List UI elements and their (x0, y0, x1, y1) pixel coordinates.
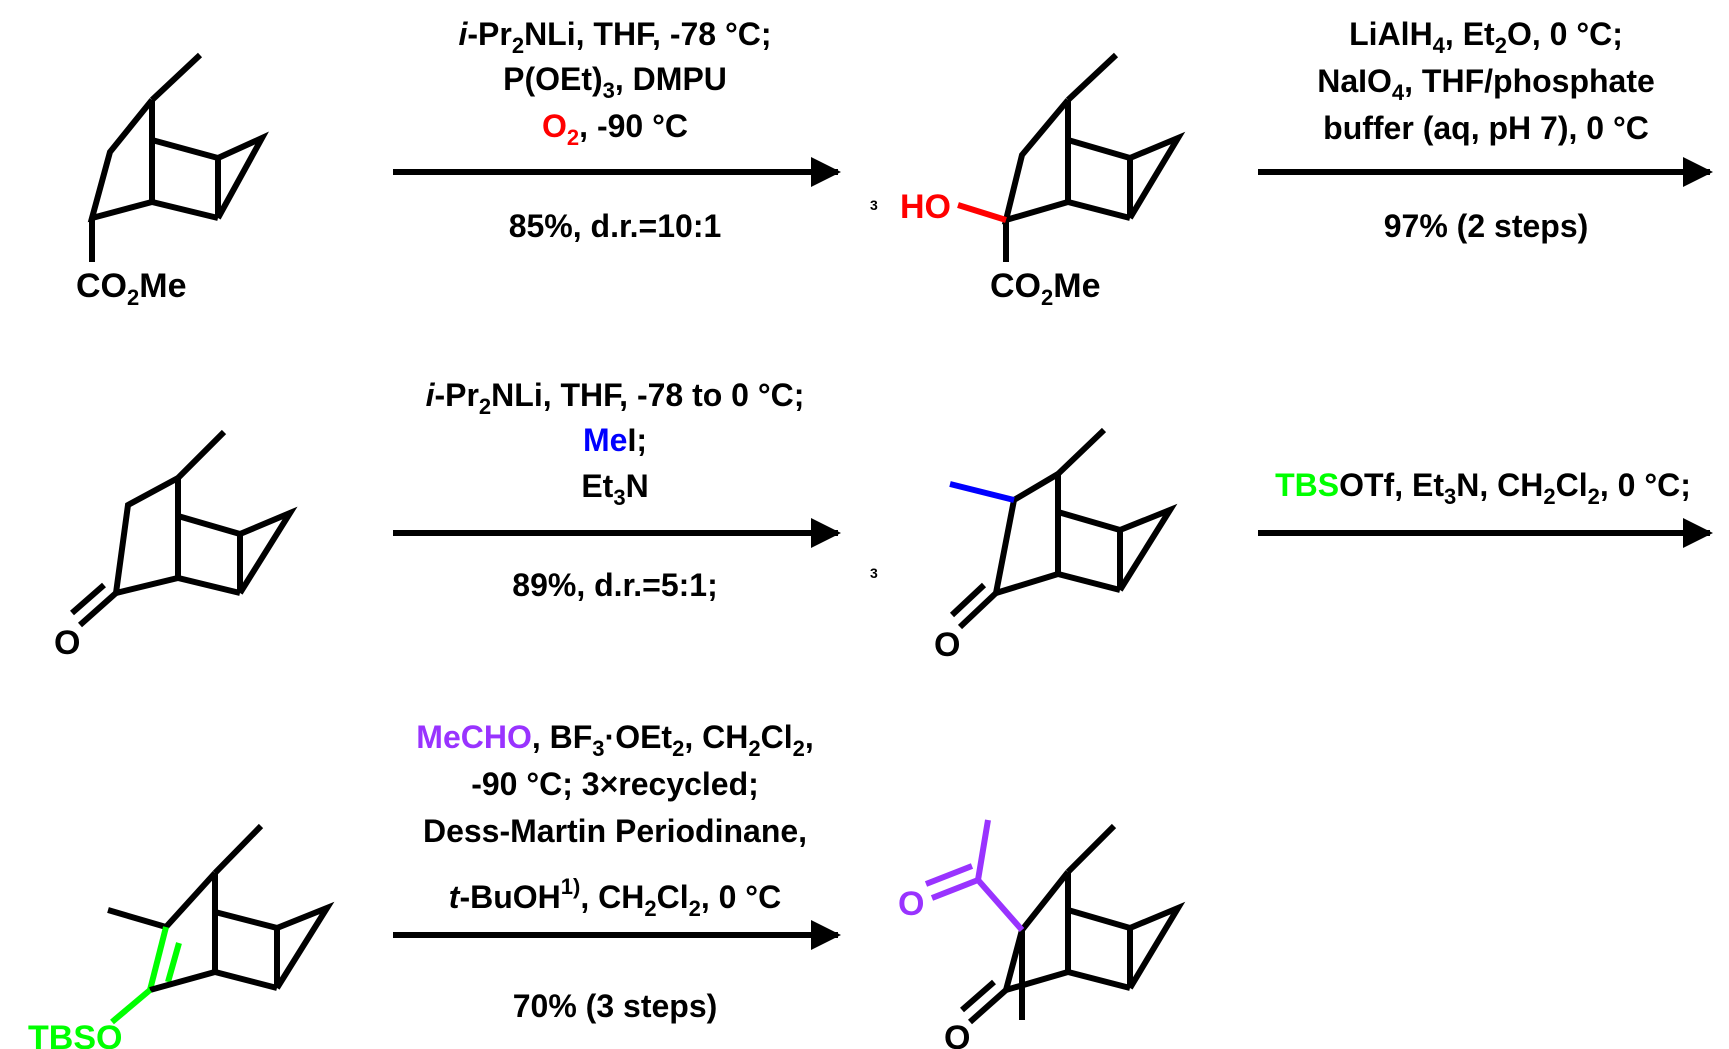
step3-reagent-line1: i-Pr2NLi, THF, -78 to 0 °C; (426, 377, 805, 419)
marker-3b: 3 (870, 565, 878, 581)
step2-yield: 97% (2 steps) (1384, 208, 1589, 244)
step5-reagent-line2: -90 °C; 3×recycled; (471, 766, 759, 802)
step5-reagent-line1: MeCHO, BF3·OEt2, CH2Cl2, (416, 719, 813, 761)
ketone-oxygen-label-2: O (934, 626, 960, 664)
ester-label-2: CO2Me (990, 267, 1100, 310)
hydroxyl-label: HO (900, 188, 951, 226)
ketone-oxygen-label: O (54, 624, 80, 662)
molecule-diketone-product: O O (898, 819, 1186, 1049)
step5-yield: 70% (3 steps) (513, 988, 718, 1024)
step2-reagent-line3: buffer (aq, pH 7), 0 °C (1323, 110, 1649, 146)
step-2: LiAlH4, Et2O, 0 °C; NaIO4, THF/phosphate… (1258, 16, 1713, 244)
step2-reagent-line1: LiAlH4, Et2O, 0 °C; (1349, 16, 1623, 58)
step1-reagent-line1: i-Pr2NLi, THF, -78 °C; (458, 16, 771, 58)
ester-label: CO2Me (76, 267, 186, 310)
step5-reagent-line4: t-BuOH1), CH2Cl2, 0 °C (449, 874, 781, 921)
step-3: i-Pr2NLi, THF, -78 to 0 °C; MeI; Et3N 89… (393, 377, 841, 603)
step3-yield: 89%, d.r.=5:1; (512, 567, 717, 603)
molecule-silyl-enol-ether: TBSO (28, 823, 335, 1049)
step-4: TBSOTf, Et3N, CH2Cl2, 0 °C; (1258, 467, 1713, 548)
marker-3: 3 (870, 197, 878, 213)
molecule-methyl-ester: CO2Me (76, 52, 269, 310)
step2-reagent-line2: NaIO4, THF/phosphate (1317, 63, 1655, 105)
step-1: i-Pr2NLi, THF, -78 °C; P(OEt)3, DMPU O2,… (393, 16, 841, 244)
step-5: MeCHO, BF3·OEt2, CH2Cl2, -90 °C; 3×recyc… (393, 719, 841, 1024)
step1-reagent-line2: P(OEt)3, DMPU (503, 61, 727, 103)
step5-reagent-line3: Dess-Martin Periodinane, (423, 813, 807, 849)
ketone-oxygen-label-3: O (944, 1019, 970, 1049)
step1-yield: 85%, d.r.=10:1 (509, 208, 722, 244)
step3-reagent-line2: MeI; (583, 422, 647, 458)
molecule-hydroxy-ester: 3 HO CO2Me (870, 52, 1186, 310)
step3-reagent-line3: Et3N (581, 468, 648, 510)
step4-reagent-line1: TBSOTf, Et3N, CH2Cl2, 0 °C; (1275, 467, 1691, 509)
acetyl-oxygen-label: O (898, 885, 924, 923)
molecule-ketone: O (54, 429, 298, 662)
step1-reagent-line3: O2, -90 °C (542, 108, 688, 150)
molecule-methyl-ketone: 3 O (870, 427, 1178, 664)
tbso-label: TBSO (28, 1019, 122, 1049)
